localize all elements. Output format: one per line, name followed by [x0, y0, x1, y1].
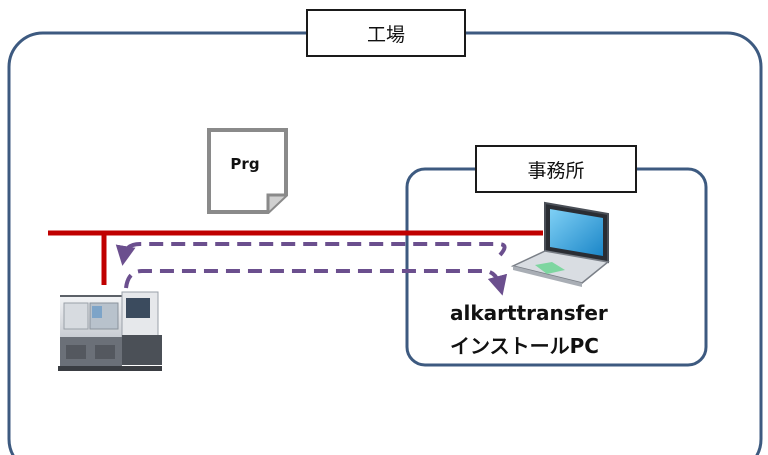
pc-label-line2: インストールPC [450, 334, 599, 358]
cnc-lathe-icon [58, 291, 162, 371]
program-file-label: Prg [230, 155, 260, 173]
factory-boundary [7, 31, 763, 455]
transfer-arrow-to-machine [115, 242, 507, 266]
document-icon [207, 128, 288, 214]
laptop-icon [510, 201, 610, 287]
office-title: 事務所 [475, 145, 637, 193]
transfer-arrow-to-pc [124, 269, 508, 296]
pc-label-line1: alkarttransfer [450, 301, 608, 325]
factory-title: 工場 [306, 9, 466, 57]
